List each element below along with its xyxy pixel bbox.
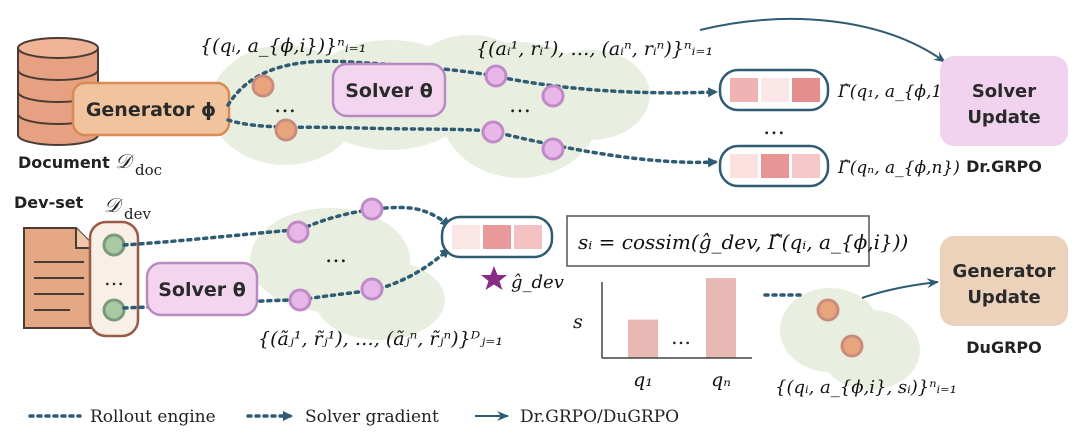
score-bar <box>628 319 658 358</box>
document-symbol: 𝒟 <box>115 149 135 173</box>
solver-label: Solver θ <box>158 279 246 301</box>
dev-node-1 <box>102 233 126 257</box>
dev-node-dots: … <box>104 266 124 290</box>
output-node-n <box>840 334 864 358</box>
rollout-node <box>541 137 565 161</box>
gradient-dots: … <box>763 115 785 140</box>
generator-update-line2: Update <box>967 287 1040 308</box>
legend: Rollout engine Solver gradient Dr.GRPO/D… <box>28 407 679 427</box>
solver-label: Solver θ <box>345 80 433 102</box>
dev-document-icon <box>23 227 97 329</box>
cossim-box: sᵢ = cossim(ĝ_dev, Γ̂(qᵢ, a_{ϕ,i})) <box>566 215 908 267</box>
drgrpo-label: Dr.GRPO <box>966 157 1042 176</box>
dev-rollout-node <box>360 277 384 301</box>
dev-rollout-dots: … <box>325 243 347 268</box>
gradient-box-1 <box>718 68 830 112</box>
top-rollout-set: {(aᵢ¹, rᵢ¹), …, (aᵢⁿ, rᵢⁿ)}ⁿᵢ₌₁ <box>476 38 713 60</box>
update-arrow-generator <box>861 278 939 299</box>
score-bar-chart: s … q₁ qₙ <box>573 278 752 391</box>
dev-rollout-node <box>286 220 310 244</box>
document-sub: doc <box>135 161 162 179</box>
generator-update-line1: Generator <box>953 261 1056 282</box>
devset-sub: dev <box>124 205 151 223</box>
solver-box-top: Solver θ <box>331 62 447 118</box>
dev-rollout-node <box>288 288 312 312</box>
score-bar <box>706 278 736 358</box>
solver-update-line1: Solver <box>972 81 1036 102</box>
query-nodes <box>251 74 298 142</box>
gradient-box-n <box>718 144 830 188</box>
rollout-node <box>541 84 565 108</box>
output-node-1 <box>816 298 840 322</box>
gdev-label: ĝ_dev <box>511 272 564 293</box>
query-node-1 <box>251 74 275 98</box>
document-label: Document <box>18 153 110 172</box>
gamma-1-label: Γ̂(q₁, a_{ϕ,1}) <box>837 82 960 102</box>
generator-label: Generator ϕ <box>86 99 216 121</box>
dev-node-d <box>102 298 126 322</box>
devset-symbol: 𝒟 <box>104 193 124 217</box>
output-nodes <box>816 298 864 358</box>
dev-rollout-nodes <box>286 197 384 312</box>
dev-sample-container: … <box>88 220 140 338</box>
bar-dots: … <box>671 325 691 349</box>
legend-rollout-label: Rollout engine <box>90 407 216 427</box>
generator-update-box: Generator Update <box>940 236 1068 326</box>
dugrpo-label: DuGRPO <box>966 338 1041 357</box>
top-rollout-lines <box>226 59 718 168</box>
update-arrow-solver <box>699 17 946 63</box>
top-rollout-dots: … <box>509 93 531 118</box>
top-dots: … <box>274 93 296 118</box>
bar-q1-label: q₁ <box>633 369 653 391</box>
devset-label-group: Dev-set 𝒟 dev <box>14 193 151 223</box>
dev-gradient-box <box>440 215 554 259</box>
gamma-n-label: Γ̂(qₙ, a_{ϕ,n}) <box>837 158 960 178</box>
dev-rollout-node <box>360 197 384 221</box>
legend-solver-gradient-label: Solver gradient <box>305 407 439 427</box>
solver-update-box: Solver Update <box>940 56 1068 146</box>
devset-label: Dev-set <box>14 193 84 212</box>
cossim-formula: sᵢ = cossim(ĝ_dev, Γ̂(qᵢ, a_{ϕ,i})) <box>578 230 908 254</box>
query-node-n <box>274 118 298 142</box>
rollout-node <box>484 64 508 88</box>
star-icon <box>481 266 507 290</box>
generator-box: Generator ϕ <box>71 81 231 137</box>
document-label-group: Document 𝒟 doc <box>18 149 162 179</box>
rollout-nodes <box>481 64 565 161</box>
bar-ylabel: s <box>573 311 583 333</box>
rollout-node <box>481 120 505 144</box>
legend-update-label: Dr.GRPO/DuGRPO <box>520 407 679 427</box>
solver-box-bottom: Solver θ <box>145 261 259 317</box>
top-query-set: {(qᵢ, a_{ϕ,i})}ⁿᵢ₌₁ <box>200 35 366 57</box>
solver-update-line2: Update <box>967 107 1040 128</box>
output-set: {(qᵢ, a_{ϕ,i}, sᵢ)}ⁿᵢ₌₁ <box>775 377 957 398</box>
bar-qn-label: qₙ <box>711 369 731 391</box>
dev-rollout-set: {(ãⱼ¹, r̃ⱼ¹), …, (ãⱼⁿ, r̃ⱼⁿ)}ᴰⱼ₌₁ <box>258 328 503 350</box>
